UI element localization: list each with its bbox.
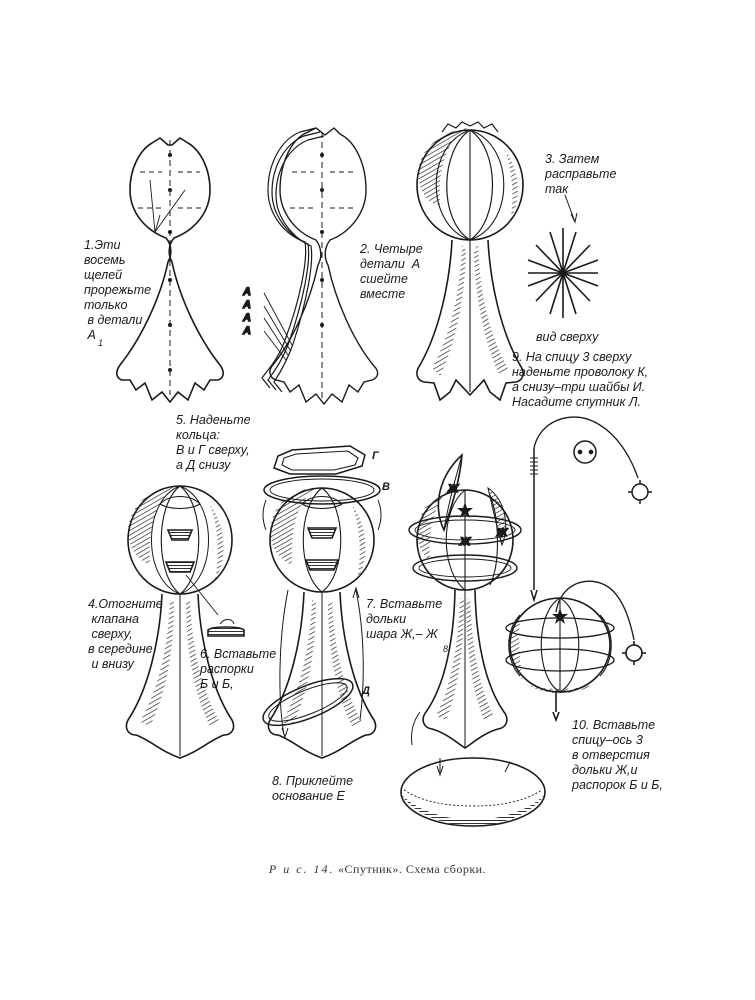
step-6-label: 6. Вставьте распорки Б и Б, [200, 647, 277, 691]
step-4-label: 4.Отогните клапана сверху, в середине и … [88, 597, 163, 671]
label-zh1: Ж [459, 536, 471, 548]
figure-step-3 [416, 121, 524, 402]
step-8-label: 8. Приклейте основание Е [272, 774, 354, 803]
ring-g [273, 445, 366, 475]
figure-step-7: Ж Ж Ж [400, 453, 546, 827]
step-7-label: 7. Вставьте дольки шара Ж,– Ж [366, 597, 443, 641]
label-part-a3: А [242, 312, 251, 324]
top-view-label: вид сверху [536, 330, 599, 344]
step-3-label: 3. Затем расправьте так [545, 152, 617, 196]
figure-step-4 [125, 485, 245, 759]
part-a1-outline [116, 137, 224, 404]
step-10-label: 10. Вставьте спицу–ось 3 в отверстия дол… [572, 718, 663, 792]
figure-step-1 [116, 137, 224, 404]
step-7-subscript: 8 [443, 644, 449, 654]
base-e [400, 757, 546, 827]
step-1-subscript: 1 [98, 338, 104, 348]
step-2-label: 2. Четыре детали А сшейте вместе [360, 242, 423, 301]
figure-step-2: А А А А [241, 127, 379, 406]
label-ring-d: Д [361, 685, 370, 697]
figure-caption: Р и с. 14. «Спутник». Схема сборки. [0, 862, 755, 877]
loose-strut [207, 626, 245, 637]
figure-step-10 [505, 580, 646, 723]
ring-d [262, 677, 354, 727]
star-icon [457, 502, 473, 518]
step-1-label: 1.Эти восемь щелей прорежьте только в де… [84, 238, 152, 342]
label-part-a2: А [242, 299, 251, 311]
figure-step-5-8 [262, 445, 382, 759]
top-view-star [527, 194, 599, 318]
label-ring-v: В [382, 481, 390, 493]
step-9-label: 9. На спицу 3 сверху наденьте проволоку … [512, 350, 649, 409]
label-part-a4: А [242, 325, 251, 337]
caption-text: «Спутник». Схема сборки. [338, 862, 487, 876]
figure-step-9-spoke [530, 416, 652, 603]
label-ring-g: Г [372, 450, 380, 462]
caption-figure-number: Р и с. 14. [268, 862, 335, 876]
label-zh8: Ж [447, 483, 459, 495]
label-part-a1: А [242, 286, 251, 298]
ring-v [263, 475, 381, 505]
label-zh2: Ж [496, 527, 508, 539]
step-5-label: 5. Наденьте кольца: В и Г сверху, а Д сн… [176, 413, 251, 472]
